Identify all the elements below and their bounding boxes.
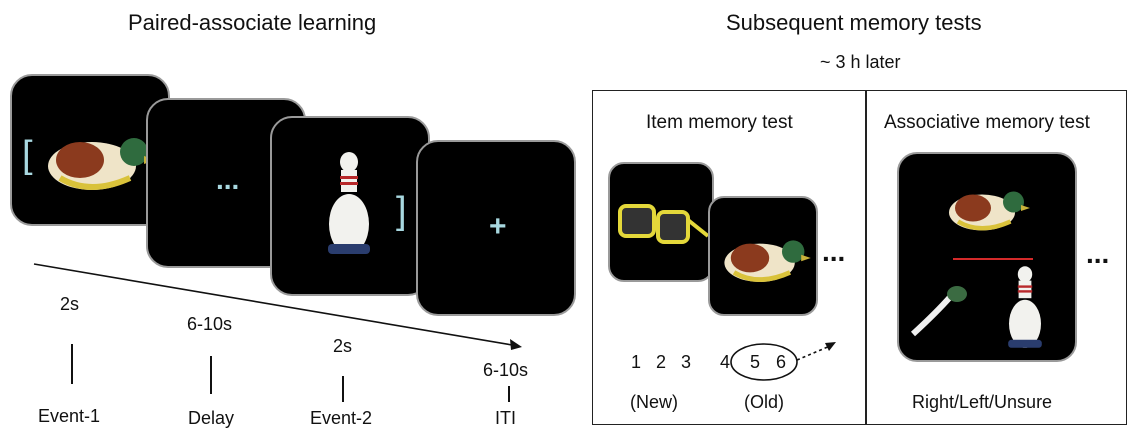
fixation-cross: + bbox=[489, 210, 507, 243]
scale-1: 1 bbox=[631, 352, 642, 372]
duck-image-small bbox=[724, 240, 811, 282]
event-1-tick bbox=[71, 344, 73, 384]
scale-4: 4 bbox=[720, 352, 731, 372]
memory-tests-box bbox=[592, 90, 1127, 425]
scale-6: 6 bbox=[776, 352, 787, 372]
iti-label: ITI bbox=[495, 408, 516, 428]
scale-3: 3 bbox=[681, 352, 692, 372]
sunglasses-image bbox=[618, 204, 710, 244]
assoc-screen bbox=[897, 152, 1077, 362]
event-1-duration: 2s bbox=[60, 294, 80, 314]
assoc-response: Right/Left/Unsure bbox=[912, 392, 1053, 412]
event-2-tick bbox=[342, 376, 344, 402]
right-bracket-cue: ] bbox=[396, 190, 407, 232]
memory-tests-subtitle: ~ 3 h later bbox=[820, 52, 901, 72]
scale-2: 2 bbox=[656, 352, 667, 372]
item-test-title: Item memory test bbox=[646, 112, 793, 133]
brush-image bbox=[910, 286, 967, 337]
iti-screen: + bbox=[416, 140, 576, 316]
duck-image bbox=[48, 138, 156, 190]
iti-duration: 6-10s bbox=[483, 360, 529, 380]
new-label: (New) bbox=[630, 392, 678, 412]
iti-tick bbox=[508, 386, 510, 402]
delay-dots: ... bbox=[216, 164, 240, 195]
item-screen-duck bbox=[708, 196, 818, 316]
red-divider bbox=[953, 258, 1033, 260]
scale-5: 5 bbox=[750, 352, 761, 372]
learning-title: Paired-associate learning bbox=[128, 10, 377, 35]
event-1-label: Event-1 bbox=[38, 406, 101, 426]
assoc-test-title: Associative memory test bbox=[884, 112, 1090, 133]
item-ellipsis: ... bbox=[822, 236, 846, 267]
bowling-pin-image-assoc bbox=[1008, 266, 1042, 348]
duck-image-assoc bbox=[949, 191, 1030, 231]
delay-label: Delay bbox=[188, 408, 235, 428]
delay-tick bbox=[210, 356, 212, 394]
event-2-label: Event-2 bbox=[310, 408, 373, 428]
timeline-arrow bbox=[33, 263, 522, 350]
memory-tests-title: Subsequent memory tests bbox=[726, 10, 982, 35]
event-1-screen: [ bbox=[10, 74, 170, 226]
assoc-ellipsis: ... bbox=[1086, 238, 1110, 269]
delay-duration: 6-10s bbox=[187, 314, 233, 334]
old-label: (Old) bbox=[744, 392, 784, 412]
bowling-pin-image bbox=[328, 152, 370, 254]
tests-divider bbox=[865, 90, 867, 425]
left-bracket-cue: [ bbox=[22, 134, 33, 176]
event-2-duration: 2s bbox=[333, 336, 353, 356]
item-screen-glasses bbox=[608, 162, 714, 282]
event-2-screen: ] bbox=[270, 116, 430, 296]
